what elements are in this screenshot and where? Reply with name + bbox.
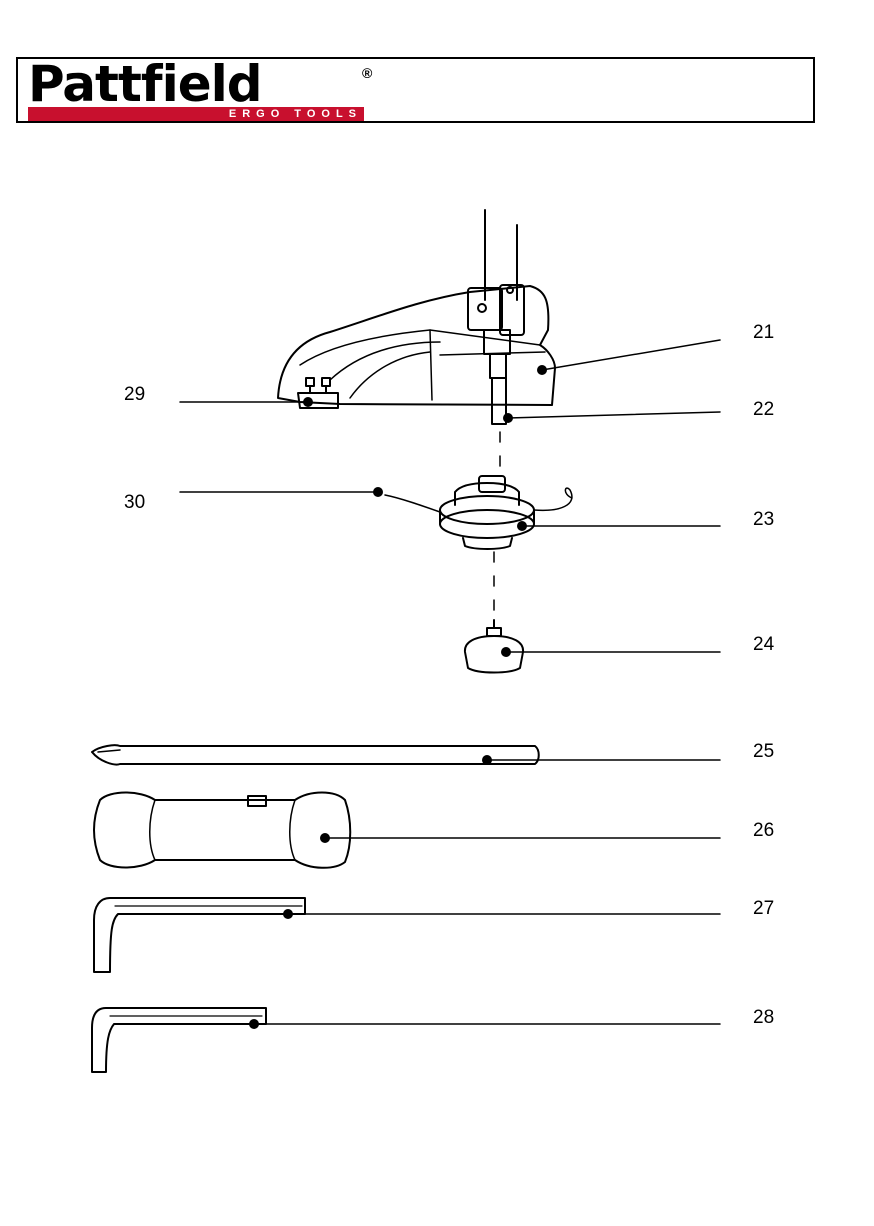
guard-illustration xyxy=(278,285,555,405)
callout-22: 22 xyxy=(753,399,774,421)
callout-21: 21 xyxy=(753,322,774,344)
spool-head-illustration xyxy=(385,476,572,549)
box-spanner-illustration xyxy=(94,793,350,868)
leader-22 xyxy=(508,412,720,418)
callout-23: 23 xyxy=(753,509,774,531)
knob-nut-illustration xyxy=(465,620,523,673)
callout-27: 27 xyxy=(753,898,774,920)
screwdriver-rod-illustration xyxy=(92,745,539,764)
callout-25: 25 xyxy=(753,741,774,763)
callout-28: 28 xyxy=(753,1007,774,1029)
leader-21 xyxy=(542,340,720,370)
callout-24: 24 xyxy=(753,634,774,656)
callout-30: 30 xyxy=(124,492,145,514)
leader-dots xyxy=(249,365,547,1029)
callout-26: 26 xyxy=(753,820,774,842)
leader-lines xyxy=(180,340,720,1024)
allen-key-small-illustration xyxy=(92,1008,266,1072)
assembly-axis xyxy=(494,432,500,622)
allen-key-large-illustration xyxy=(94,898,305,972)
callout-29: 29 xyxy=(124,384,145,406)
